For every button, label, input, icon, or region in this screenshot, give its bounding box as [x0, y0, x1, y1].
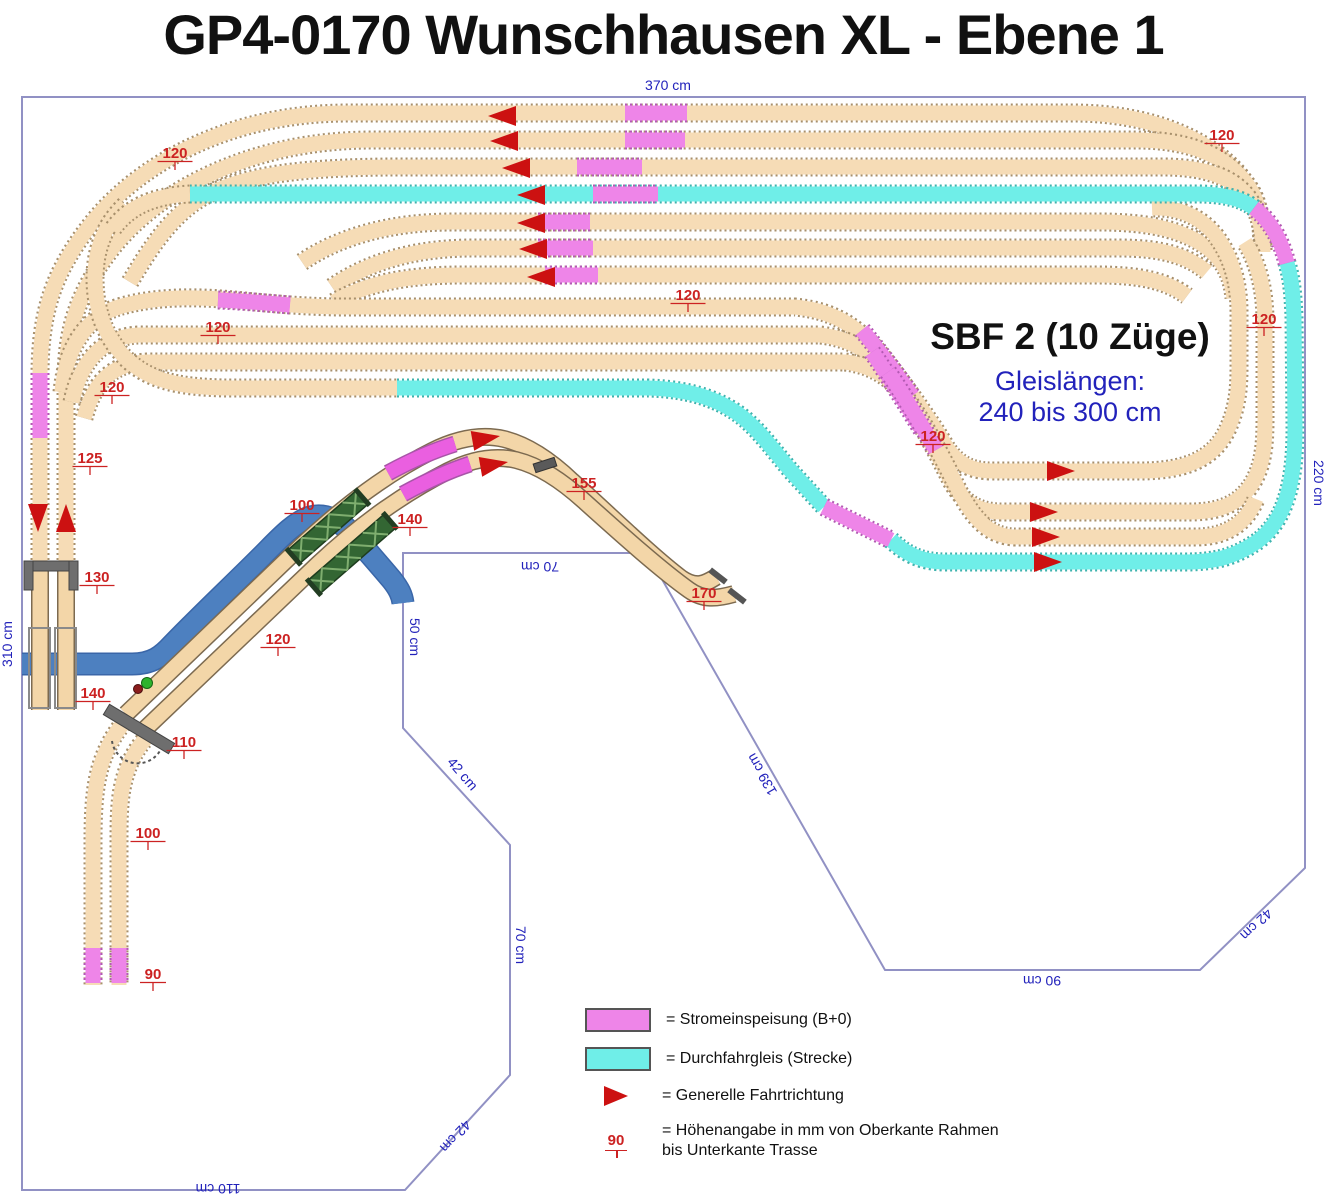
legend-row-height: 90 = Höhenangabe in mm von Oberkante Rah… — [585, 1121, 1045, 1161]
legend: = Stromeinspeisung (B+0) = Durchfahrglei… — [585, 1008, 1045, 1176]
svg-text:110: 110 — [172, 734, 196, 751]
height-label: 120 — [94, 379, 130, 404]
direction-arrow-icon — [604, 1086, 628, 1106]
through-track-line — [190, 184, 1305, 572]
height-label: 140 — [392, 511, 428, 536]
river-deck — [54, 627, 77, 709]
height-label: 155 — [566, 475, 602, 500]
direction-arrow — [1034, 552, 1062, 572]
legend-label: = Höhenangabe in mm von Oberkante Rahmen… — [662, 1122, 999, 1159]
page-title: GP4-0170 Wunschhausen XL - Ebene 1 — [163, 3, 1164, 66]
direction-arrow — [470, 431, 500, 451]
ramp-tracks — [119, 428, 747, 738]
svg-text:170: 170 — [691, 585, 716, 602]
river — [22, 504, 415, 676]
direction-arrow — [28, 504, 48, 532]
height-label: 110 — [166, 734, 202, 759]
height-label: 100 — [284, 497, 320, 522]
height-label: 120 — [1204, 127, 1240, 152]
sbf-line1: Gleislängen: — [994, 366, 1146, 396]
height-label: 120 — [915, 428, 951, 453]
direction-arrow — [517, 213, 545, 233]
svg-text:120: 120 — [162, 145, 187, 162]
legend-label: = Stromeinspeisung (B+0) — [666, 1011, 852, 1028]
height-label: 125 — [72, 450, 108, 475]
track-end-cap — [708, 567, 728, 585]
direction-arrow — [478, 457, 508, 477]
stub-tracks — [28, 563, 77, 710]
svg-text:90: 90 — [145, 966, 162, 983]
vehicle — [532, 456, 558, 474]
tunnel-portal-diagonal — [102, 703, 176, 755]
height-label: 100 — [130, 825, 166, 850]
direction-arrows — [28, 106, 1075, 572]
direction-arrow — [517, 185, 545, 205]
height-label: 140 — [75, 685, 111, 710]
board-dimension-label: 70 cm — [513, 926, 529, 964]
sbf-annotation: SBF 2 (10 Züge) Gleislängen: 240 bis 300… — [880, 316, 1260, 428]
board-dimension-label: 220 cm — [1311, 460, 1327, 506]
direction-arrow — [527, 267, 555, 287]
height-label: 90 — [140, 966, 166, 991]
height-label: 120 — [200, 319, 236, 344]
tunnel-mouth-arc — [111, 740, 162, 765]
height-label: 170 — [686, 585, 722, 610]
legend-row-feed: = Stromeinspeisung (B+0) — [585, 1008, 1045, 1032]
board-dimension-label: 90 cm — [1023, 973, 1061, 989]
feed-track-swatch — [585, 1008, 651, 1032]
board-dimension-label: 110 cm — [196, 1181, 241, 1197]
svg-text:100: 100 — [135, 825, 160, 842]
svg-text:120: 120 — [205, 319, 230, 336]
svg-text:120: 120 — [1251, 311, 1276, 328]
tunnel-portal-top — [23, 560, 79, 591]
direction-arrow — [1032, 527, 1060, 547]
sbf-title: SBF 2 (10 Züge) — [930, 316, 1210, 357]
legend-label: = Generelle Fahrtrichtung — [662, 1087, 844, 1104]
height-label: 120 — [260, 631, 296, 656]
svg-text:140: 140 — [397, 511, 422, 528]
direction-arrow — [519, 239, 547, 259]
svg-text:130: 130 — [84, 569, 109, 586]
river-deck — [28, 627, 51, 709]
truss-bridge — [284, 487, 372, 567]
board-dimension-label: 50 cm — [407, 618, 423, 656]
board-dimension-label: 310 cm — [0, 621, 15, 667]
feed-track-segments — [30, 103, 1297, 983]
track-end-cap — [727, 587, 747, 605]
truss-bridge — [304, 510, 400, 598]
svg-text:140: 140 — [80, 685, 105, 702]
board-dimension-label: 70 cm — [521, 559, 559, 575]
direction-arrow — [1030, 502, 1058, 522]
height-label: 130 — [79, 569, 115, 594]
baseboard-outline — [21, 96, 1306, 1191]
svg-text:100: 100 — [289, 497, 314, 514]
svg-text:120: 120 — [99, 379, 124, 396]
height-label: 120 — [670, 287, 706, 312]
height-label: 120 — [157, 145, 193, 170]
svg-text:125: 125 — [77, 450, 102, 467]
sbf-line2: 240 bis 300 cm — [978, 397, 1162, 427]
direction-arrow — [56, 504, 76, 532]
legend-row-direction: = Generelle Fahrtrichtung — [585, 1086, 1045, 1106]
svg-text:120: 120 — [920, 428, 945, 445]
direction-arrow — [1047, 461, 1075, 481]
through-track-swatch — [585, 1047, 651, 1071]
svg-text:120: 120 — [1209, 127, 1234, 144]
height-mark-icon: 90 — [604, 1132, 628, 1158]
direction-arrow — [488, 106, 516, 126]
legend-row-through: = Durchfahrgleis (Strecke) — [585, 1047, 1045, 1071]
svg-text:120: 120 — [675, 287, 700, 304]
legend-label: = Durchfahrgleis (Strecke) — [666, 1050, 853, 1067]
board-dimension-label: 370 cm — [645, 77, 691, 93]
height-label: 120 — [1246, 311, 1282, 336]
direction-arrow — [490, 131, 518, 151]
height-labels: 120 120 120 125 130 140 110 100 90 100 140 120 155 17… — [72, 127, 1282, 991]
svg-text:155: 155 — [571, 475, 596, 492]
svg-text:120: 120 — [265, 631, 290, 648]
signal — [133, 677, 153, 694]
direction-arrow — [502, 158, 530, 178]
